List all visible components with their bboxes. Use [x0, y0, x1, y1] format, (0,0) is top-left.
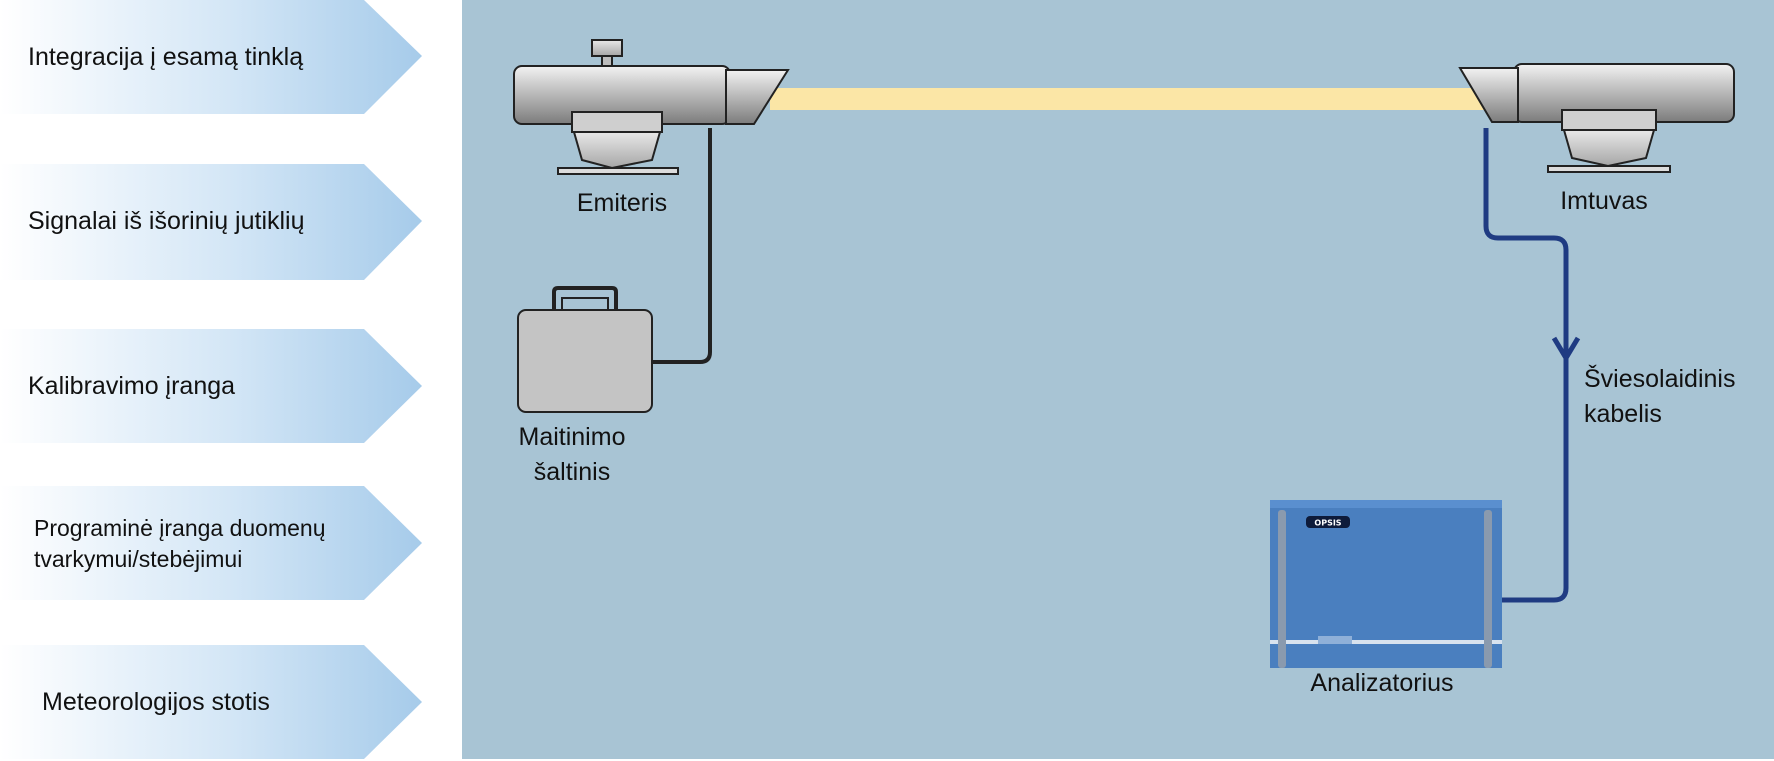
- analyzer-logo: OPSIS: [1314, 519, 1341, 528]
- feature-label-calibration: Kalibravimo įranga: [28, 372, 236, 401]
- diagram-canvas: OPSIS: [462, 0, 1774, 759]
- feature-label-weather-station: Meteorologijos stotis: [42, 688, 270, 717]
- receiver-icon: [1458, 63, 1735, 173]
- chevron-arrow-shape: [0, 486, 422, 600]
- feature-label-network-integration: Integracija į esamą tinklą: [28, 43, 304, 72]
- feature-arrow: Kalibravimo įranga: [0, 329, 424, 445]
- feature-list: Integracija į esamą tinklą Signalai iš i…: [0, 0, 462, 759]
- system-diagram: OPSIS Emiteris Imtuvas Maitinimo šaltini…: [462, 0, 1774, 759]
- chevron-arrow-shape: [0, 164, 422, 280]
- analyzer-label: Analizatorius: [1310, 669, 1454, 697]
- power-supply-label-line2: šaltinis: [533, 458, 611, 486]
- feature-label-software: Programinė įranga duomenų tvarkymui/steb…: [34, 514, 326, 572]
- chevron-arrow-shape: [0, 0, 422, 114]
- emitter-label: Emiteris: [576, 189, 668, 217]
- fiber-cable-label: Šviesolaidinis kabelis: [1584, 362, 1774, 432]
- power-supply-label: Maitinimo šaltinis: [492, 420, 652, 490]
- receiver-label: Imtuvas: [1560, 187, 1648, 215]
- analyzer-icon: [1270, 500, 1502, 668]
- diagram-background: [462, 0, 1774, 759]
- fiber-cable-label-line2: kabelis: [1584, 400, 1662, 428]
- feature-arrow: Integracija į esamą tinklą: [0, 0, 424, 116]
- light-beam: [770, 88, 1488, 110]
- chevron-arrow-shape: [0, 329, 422, 443]
- feature-arrow: Signalai iš išorinių jutiklių: [0, 164, 424, 280]
- fiber-optic-cable: [1483, 128, 1569, 603]
- fiber-direction-arrow: [1551, 336, 1581, 361]
- emitter-icon: [513, 39, 790, 175]
- power-supply-label-line1: Maitinimo: [518, 423, 626, 451]
- feature-label-external-sensors: Signalai iš išorinių jutiklių: [28, 207, 305, 236]
- fiber-cable-label-line1: Šviesolaidinis: [1584, 365, 1736, 393]
- feature-arrow: Meteorologijos stotis: [0, 645, 424, 761]
- power-cable: [652, 128, 712, 364]
- feature-arrow: Programinė įranga duomenų tvarkymui/steb…: [0, 486, 424, 602]
- power-supply-icon: [517, 286, 653, 413]
- chevron-arrow-shape: [0, 645, 422, 759]
